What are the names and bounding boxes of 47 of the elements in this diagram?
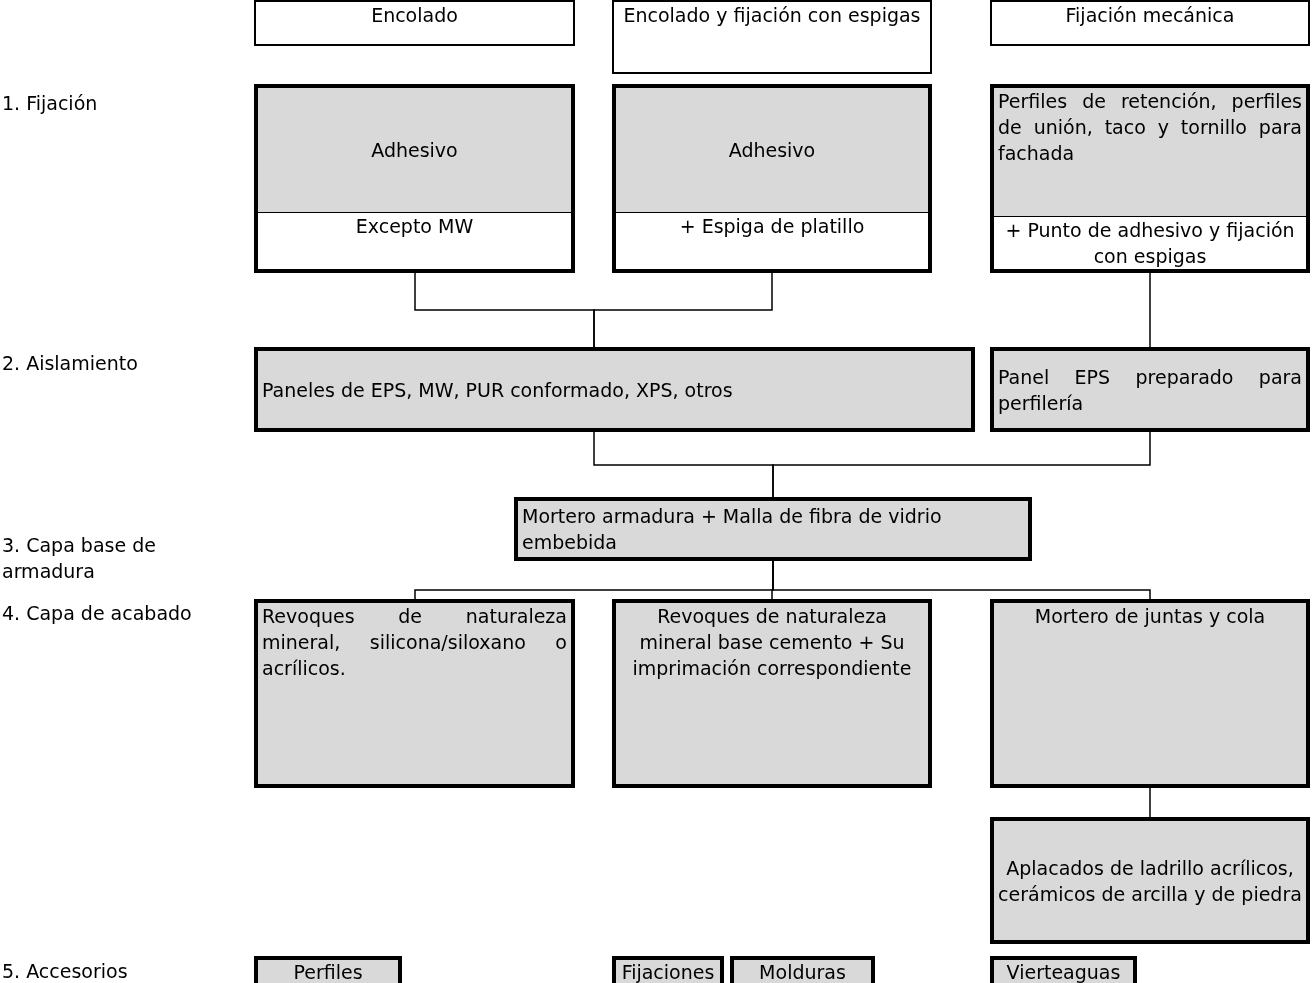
process-box (254, 347, 975, 432)
box-text: Aplacados de ladrillo acrílicos, cerámicos de arcilla y de piedra (998, 855, 1302, 907)
box-text: Mortero armadura + Malla de fibra de vidrio embebida (522, 504, 943, 555)
box-text: Perfiles de retención, perfiles de unión, taco y tornillo para fachada (998, 89, 1302, 166)
box-text: Revoques de naturaleza mineral, silicona/siloxano o acrílicos. (262, 604, 567, 681)
row-label: 4. Capa de acabado (2, 601, 192, 626)
box-text: Revoques de naturaleza mineral base cemento + Su imprimación correspondiente (631, 604, 913, 681)
box-text: + Espiga de platillo (679, 214, 865, 239)
box-text: Fijaciones (621, 960, 715, 983)
box-text: Encolado y fijación con espigas (623, 3, 921, 28)
box-text: Vierteaguas (1006, 960, 1121, 983)
box-text: Adhesivo (371, 138, 458, 163)
process-box (990, 347, 1310, 432)
box-text: Molduras (759, 960, 846, 983)
box-text: Excepto MW (355, 214, 474, 239)
box-text: Mortero de juntas y cola (1034, 604, 1266, 629)
process-box (990, 84, 1310, 273)
box-text: Adhesivo (728, 138, 816, 163)
accessory-box (612, 956, 724, 983)
header-box (254, 0, 575, 46)
process-box (612, 599, 932, 788)
process-box (990, 599, 1310, 788)
process-box (254, 84, 575, 273)
row-label: 2. Aislamiento (2, 351, 138, 376)
box-text: + Punto de adhesivo y fijación con espigas (1004, 218, 1296, 269)
row-label: 3. Capa base de armadura (2, 533, 157, 584)
row-label: 5. Accesorios (2, 959, 128, 983)
accessory-box (730, 956, 875, 983)
connector-line (772, 560, 1151, 600)
connector-line (593, 272, 773, 348)
box-text: Fijación mecánica (1065, 3, 1235, 28)
process-box (514, 497, 1032, 561)
connector-line (1149, 272, 1151, 348)
box-text: Perfiles (293, 960, 363, 983)
process-box (254, 599, 575, 788)
connector-line (772, 431, 1151, 498)
connector-line (1149, 787, 1151, 818)
box-text: Encolado (371, 3, 458, 28)
row-label: 1. Fijación (2, 91, 98, 116)
box-text: Panel EPS preparado para perfilería (998, 364, 1302, 416)
header-box (990, 0, 1310, 46)
header-box (612, 0, 932, 74)
accessory-box (990, 956, 1137, 983)
process-box (612, 84, 932, 273)
box-text: Paneles de EPS, MW, PUR conformado, XPS, otros (262, 377, 733, 403)
accessory-box (254, 956, 402, 983)
process-box (990, 817, 1310, 944)
